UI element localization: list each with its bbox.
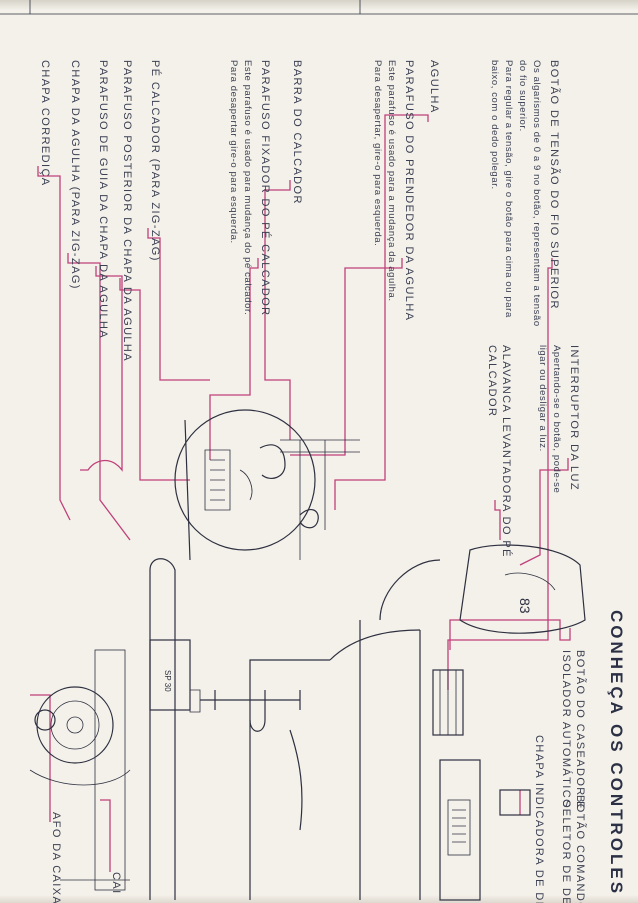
text-needle-clamp-desc-1: Este parafuso é usado para a mudança da … (386, 60, 397, 302)
text-tension-desc-4: baixo, com o dedo polegar. (489, 60, 500, 190)
label-buttonhole-2: ISOLADOR AUTOMÁTICO (560, 650, 572, 810)
label-presser-foot: PÉ CALCADOR (PARA ZIG-ZAG) (149, 60, 161, 262)
page-fold-bottom (0, 895, 638, 903)
leader-alavanca (494, 500, 501, 540)
leader-interruptor (519, 458, 569, 566)
svg-text:83: 83 (517, 598, 533, 614)
label-cai: CAI (110, 872, 122, 895)
text-tension-desc-3: Para regular a tensão, gire o botão para… (503, 60, 514, 318)
label-presser-foot-screw: PARAFUSO FIXADOR DO PÉ CALCADOR (259, 60, 271, 317)
label-command-2: SELETOR DE DES (560, 800, 572, 903)
label-command-1: BOTÃO COMANDO (574, 795, 586, 903)
label-presser-lever-2: CALCADOR (486, 345, 498, 418)
text-presser-screw-desc-2: Para desapertar gire-o para esquerda. (228, 60, 239, 244)
leader-chapa-agulha (67, 253, 131, 541)
svg-text:SP 30: SP 30 (163, 670, 172, 692)
label-presser-lever-1: ALAVANCA LEVANTADORA DO PÉ (500, 345, 512, 558)
label-buttonhole-1: BOTÃO DO CASEADOR E (574, 650, 586, 810)
leader-guia (80, 266, 123, 472)
leader-corredica (37, 166, 71, 521)
leader-afo (30, 694, 51, 822)
label-tension-button: BOTÃO DE TENSÃO DO FIO SUPERIOR (548, 60, 560, 310)
leader-tensao (447, 258, 553, 690)
text-tension-desc-2: do fio superior. (517, 60, 528, 132)
label-needle-clamp-screw: PARAFUSO DO PRENDEDOR DA AGULHA (403, 60, 415, 322)
text-tension-desc-1: Os algarismos de 0 a 9 no botão, represe… (531, 60, 542, 327)
label-presser-bar: BARRA DO CALCADOR (291, 60, 303, 205)
leader-barra (264, 180, 291, 440)
label-light-switch: INTERRUPTOR DA LUZ (568, 345, 580, 492)
zoom-circle (174, 409, 316, 551)
label-slide-plate: CHAPA CORREDIÇA (39, 60, 51, 187)
page-title: CONHEÇA OS CONTROLES DE (607, 610, 626, 903)
leader-cai (100, 799, 111, 872)
page-fold-top (0, 0, 638, 10)
label-indicator-plate: CHAPA INDICADORA DE DESEN (533, 735, 545, 903)
leader-fixador (209, 258, 259, 460)
text-needle-clamp-desc-2: Para desapertar, gire-o para esquerda. (372, 60, 383, 247)
text-light-switch-desc-1: Apertando-se o botão, pode-se (551, 345, 562, 494)
label-guide-plate-screw: PARAFUSO DE GUIA DA CHAPA DA AGULHA (97, 60, 109, 340)
control-panel (439, 759, 481, 901)
leader-agulha (334, 114, 429, 510)
label-rear-plate-screw: PARAFUSO POSTERIOR DA CHAPA DA AGULHA (121, 60, 133, 363)
leader-casador (449, 619, 571, 650)
label-box-strap: AFO DA CAIXA (50, 812, 62, 903)
text-light-switch-desc-2: ligar ou desligar a luz. (537, 345, 548, 452)
label-needle-plate: CHAPA DA AGULHA (PARA ZIG-ZAG) (69, 60, 81, 290)
leader-prendedor (290, 258, 403, 456)
label-needle: AGULHA (428, 60, 440, 114)
leader-posterior (119, 278, 190, 481)
text-presser-screw-desc-1: Este parafuso é usado para mudança do pé… (242, 60, 253, 316)
bobbin-case (36, 686, 114, 764)
leader-pe (147, 228, 210, 381)
